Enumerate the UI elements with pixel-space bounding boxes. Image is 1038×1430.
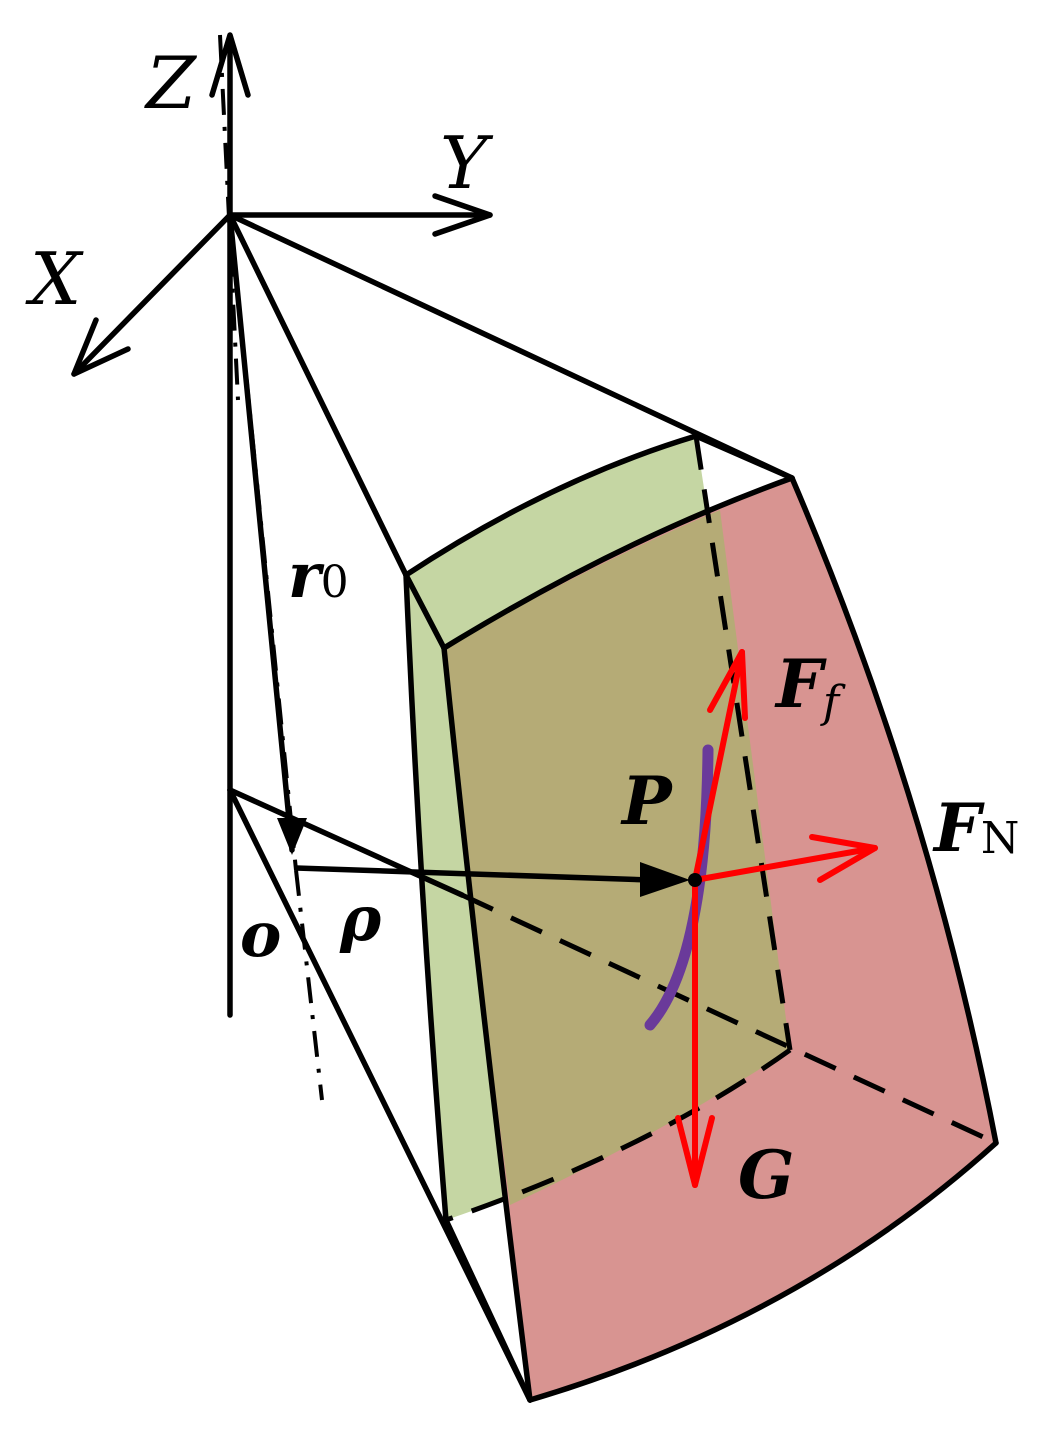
top-inner-edge [441, 475, 795, 651]
friction-force-label: Ff [774, 645, 846, 728]
rho-vector [295, 865, 651, 883]
top-front-edge [403, 433, 699, 578]
middle-vertical-edge [441, 645, 533, 1403]
base-line-lower [227, 787, 533, 1403]
top-right-edge [693, 433, 795, 481]
x-axis-arrowhead [71, 317, 131, 377]
origin-label: o [240, 898, 281, 971]
y-axis-label: Y [440, 121, 494, 205]
dashdot-lines [218, 34, 324, 1101]
ray-centerline [228, 214, 298, 871]
normal-force-arrowhead [809, 834, 878, 883]
hidden-diagonal-edge [460, 892, 998, 1146]
r0-label: r0 [288, 539, 349, 612]
z-axis-label: Z [144, 41, 198, 125]
ray-to-left-top [227, 212, 409, 578]
overlap-face [444, 510, 790, 1205]
hidden-vertical-edge [693, 435, 793, 1051]
gravity-force-arrowhead [675, 1115, 715, 1188]
r0-label-main: r [288, 539, 325, 612]
x-axis [71, 212, 233, 377]
top-left-edge [403, 572, 447, 651]
force-arrows [675, 649, 878, 1188]
drop-centerline [294, 869, 324, 1101]
base-line-upper [227, 787, 465, 898]
right-vertical-edge [789, 475, 999, 1146]
faces [406, 436, 996, 1400]
structure-lines [71, 32, 999, 1403]
normal-force-arrow [692, 845, 878, 883]
point-p-marker [688, 873, 702, 887]
gravity-force-label: G [738, 1136, 794, 1214]
r0-arrowhead [277, 818, 307, 855]
friction-force-arrowhead [707, 649, 748, 721]
normal-force-label: FN [932, 789, 1019, 867]
rho-label: ρ [339, 882, 382, 955]
y-axis-arrowhead [432, 193, 493, 237]
x-axis-label: X [25, 237, 84, 321]
friction-force-label-main: F [774, 645, 827, 723]
left-vertical-edge [403, 572, 449, 1223]
normal-force-label-sub: N [981, 813, 1020, 864]
hidden-edges [445, 435, 998, 1223]
friction-force-arrow [692, 649, 745, 883]
normal-force-label-main: F [932, 789, 985, 867]
r0-vector [227, 212, 295, 853]
rho-arrowhead [640, 862, 690, 897]
hidden-bottom-edge [445, 1047, 792, 1223]
bottom-curved-edge [527, 1140, 999, 1403]
r0-label-sub: 0 [321, 557, 349, 608]
point-p-label: P [620, 762, 674, 840]
z-axis-arrowhead [209, 32, 251, 98]
